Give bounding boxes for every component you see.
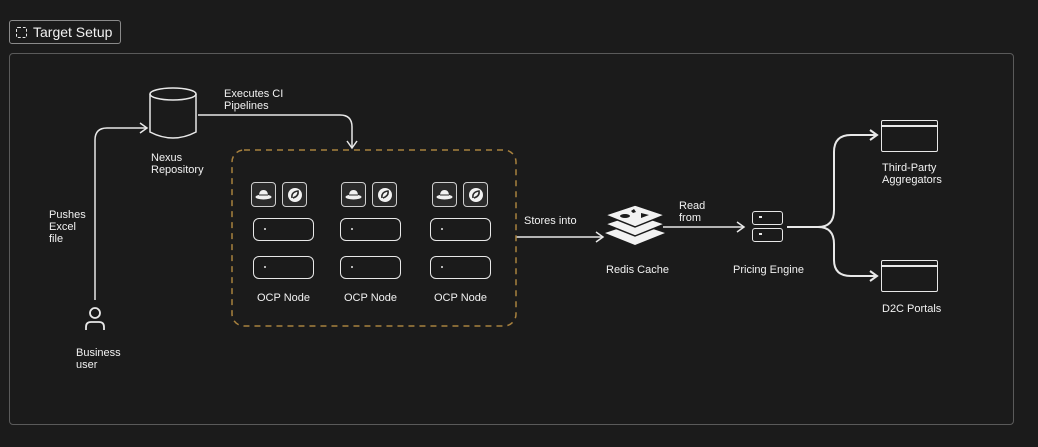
arrowhead-redis <box>595 231 605 243</box>
ocp-node-2-pod-1 <box>340 218 401 241</box>
section-title: Target Setup <box>33 24 113 40</box>
redhat-icon <box>341 182 366 207</box>
business-user-label: Business user <box>76 347 121 371</box>
d2c-portals-label: D2C Portals <box>882 303 942 315</box>
spring-icon <box>372 182 397 207</box>
nexus-label: Nexus Repository <box>151 152 204 176</box>
browser-window-icon <box>881 120 938 152</box>
edge-label-read: Read from <box>679 200 706 224</box>
redhat-icon <box>251 182 276 207</box>
spring-icon <box>282 182 307 207</box>
edge-nexus-to-cluster <box>198 114 353 148</box>
arrowhead-cluster <box>346 140 358 150</box>
arrowhead-d2c <box>869 270 879 282</box>
user-icon <box>85 307 105 330</box>
section-title-chip: Target Setup <box>9 20 122 44</box>
ocp-node-1-label: OCP Node <box>257 292 310 304</box>
database-icon <box>149 87 197 139</box>
redis-label: Redis Cache <box>606 264 669 276</box>
redhat-icon <box>432 182 457 207</box>
ocp-node-1-pod-2 <box>253 256 314 279</box>
edge-pricing-to-d2c <box>817 226 877 277</box>
ocp-node-3-label: OCP Node <box>434 292 487 304</box>
server-icon <box>752 211 783 243</box>
edge-label-stores: Stores into <box>524 215 577 227</box>
browser-window-icon <box>881 260 938 292</box>
edge-user-to-nexus <box>94 127 147 300</box>
aggregators-label: Third-Party Aggregators <box>882 162 942 186</box>
diagram-frame <box>9 53 1014 425</box>
frame-icon <box>16 26 27 38</box>
edge-pricing-to-aggregators <box>787 134 877 228</box>
arrowhead-nexus <box>139 122 149 134</box>
ocp-node-1-pod-1 <box>253 218 314 241</box>
ocp-node-2-label: OCP Node <box>344 292 397 304</box>
arrowhead-pricing <box>736 221 746 233</box>
redis-icon <box>603 204 667 245</box>
ocp-node-3-pod-1 <box>430 218 491 241</box>
spring-icon <box>463 182 488 207</box>
ocp-node-2-pod-2 <box>340 256 401 279</box>
ocp-node-3-pod-2 <box>430 256 491 279</box>
edge-label-executes: Executes CI Pipelines <box>224 88 284 112</box>
pricing-engine-label: Pricing Engine <box>733 264 804 276</box>
arrowhead-aggregators <box>869 129 879 141</box>
edge-label-pushes: Pushes Excel file <box>49 209 86 245</box>
